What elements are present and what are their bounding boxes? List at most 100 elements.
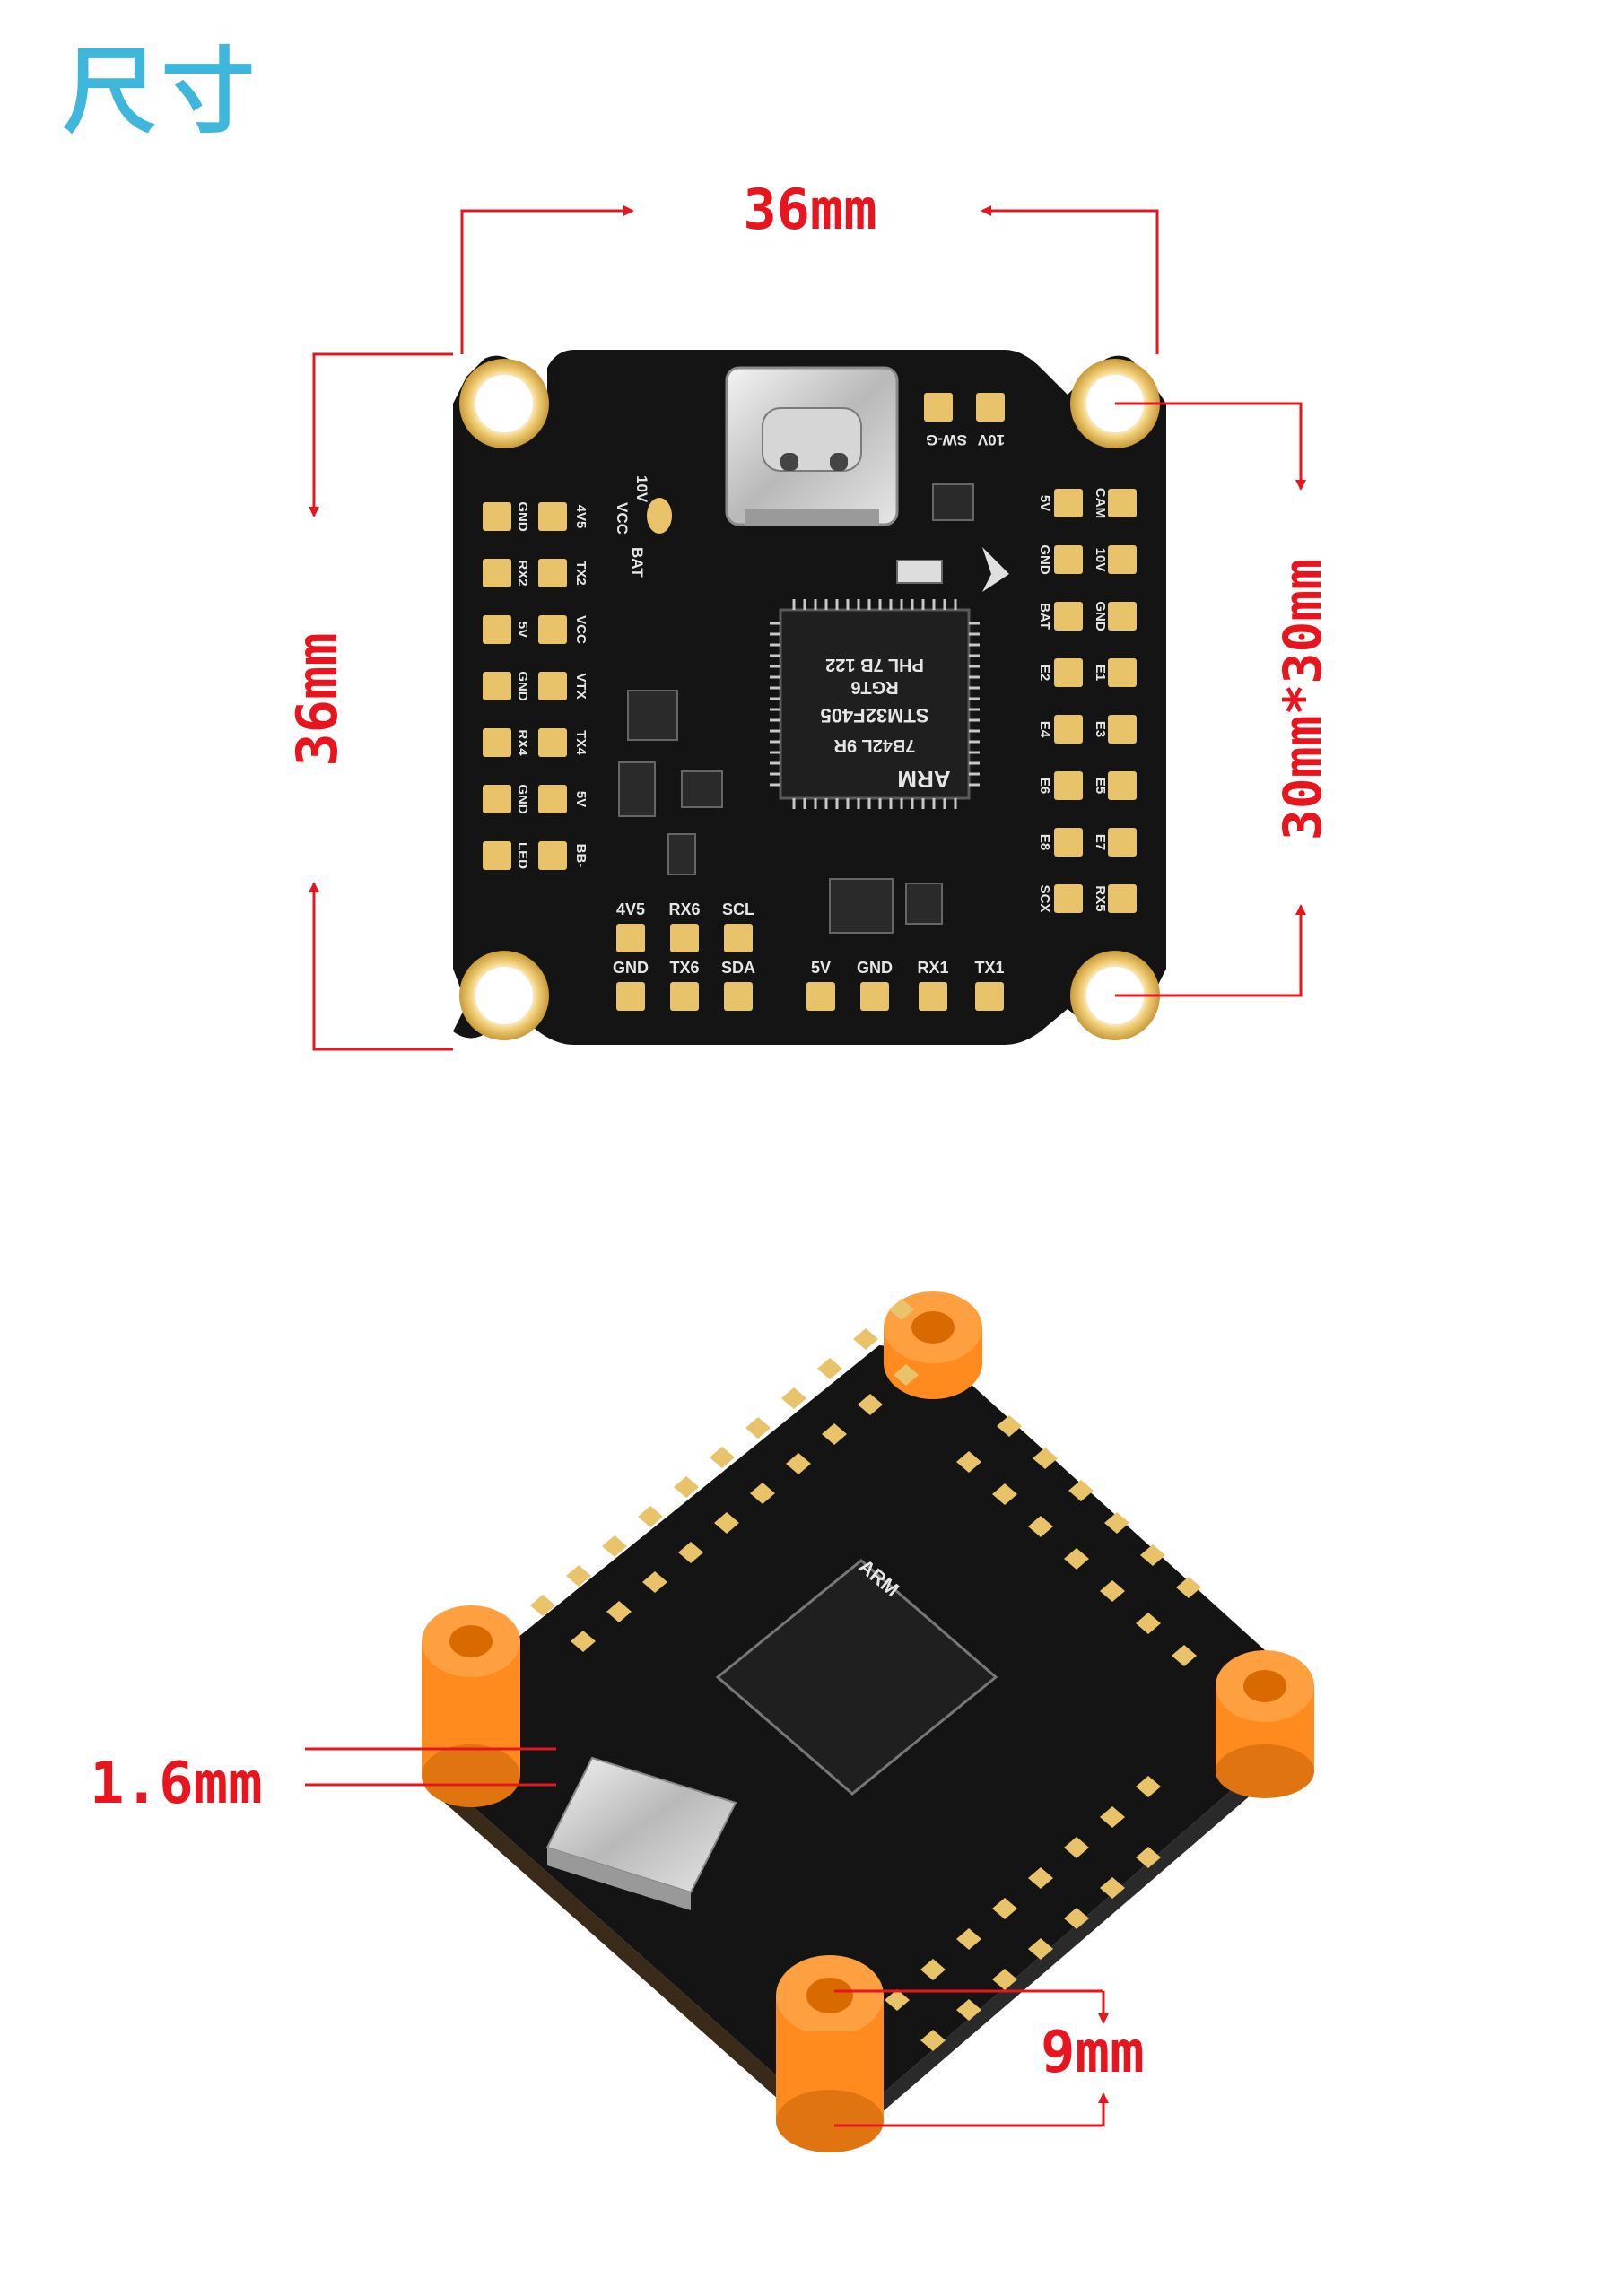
pad-label: GND (515, 501, 530, 532)
pad (1108, 545, 1137, 574)
pad (483, 785, 511, 813)
stack-label: 9mm (1041, 2020, 1145, 2086)
section-title: 尺寸 (63, 37, 261, 146)
angled-pad (674, 1476, 699, 1498)
thickness-label: 1.6mm (90, 1751, 263, 1817)
pad (1108, 771, 1137, 800)
angled-pad (1028, 1867, 1053, 1889)
standoff-right (1216, 1650, 1314, 1798)
angled-pad (1172, 1645, 1197, 1666)
pad (1054, 602, 1083, 631)
top-view-board: STM32F405 RGT6 7B42L 9R PHL 7B 122 ARM (453, 350, 1166, 1045)
angled-pad (1136, 1776, 1161, 1797)
mcu-chip: STM32F405 RGT6 7B42L 9R PHL 7B 122 ARM (770, 599, 980, 809)
pad (724, 982, 753, 1011)
pad (483, 672, 511, 700)
mcu-marking-3: 7B42L 9R (833, 735, 915, 755)
dimension-height-36 (309, 352, 453, 1051)
pad (1108, 884, 1137, 913)
angled-pad (1176, 1577, 1201, 1598)
pad (1054, 771, 1083, 800)
mount-hole-bl (459, 951, 549, 1040)
angled-pad (750, 1483, 775, 1504)
angled-pad (602, 1535, 627, 1557)
pad-label: E4 (1037, 721, 1052, 738)
pad-label: GND (1093, 601, 1108, 631)
usb-side-labels: 10V VCC BAT (614, 475, 672, 578)
pad-label: GND (1037, 544, 1052, 575)
pad-label: 4V5 (573, 505, 588, 529)
angled-view-board: ARM (422, 1292, 1314, 2152)
pad (806, 982, 835, 1011)
pad-label: GND (613, 959, 649, 977)
angled-pad (920, 2030, 946, 2051)
pad-label: TX6 (669, 959, 699, 977)
pad (1108, 602, 1137, 631)
pad-label: GND (857, 959, 893, 977)
angled-pad (1140, 1544, 1165, 1566)
pad-label: 4V5 (616, 900, 645, 918)
pad (1054, 658, 1083, 687)
pad (670, 924, 699, 952)
angled-pad (889, 1299, 914, 1320)
small-components (618, 483, 974, 934)
angled-pad (1033, 1448, 1058, 1469)
pad (1054, 545, 1083, 574)
mcu-marking: STM32F405 (820, 704, 928, 726)
angled-pad (822, 1423, 847, 1445)
standoff-left (422, 1605, 520, 1807)
pad (538, 615, 567, 644)
pad-label: TX1 (974, 959, 1004, 977)
pad (483, 841, 511, 870)
angled-pad (786, 1453, 811, 1474)
pad-label: GND (515, 671, 530, 701)
pad-label: RX6 (668, 900, 700, 918)
pad (1054, 884, 1083, 913)
angled-pad (745, 1417, 771, 1439)
angled-pad (956, 1451, 981, 1473)
pad-label: RX2 (515, 560, 530, 586)
mount-hole-tl (459, 359, 549, 448)
pad-label-10v-top: 10V (977, 431, 1005, 448)
pad-label: VTX (573, 673, 588, 699)
top-pads: SW-G 10V (924, 393, 1005, 448)
angled-pad (638, 1506, 663, 1527)
pad-label: BAT (1037, 603, 1052, 630)
angled-pad (858, 1394, 883, 1415)
angled-pad (1028, 1516, 1053, 1537)
pad (483, 728, 511, 757)
pad (538, 559, 567, 587)
angled-pad (1028, 1938, 1053, 1960)
pad-label: TX4 (573, 730, 588, 755)
arm-logo: ARM (897, 766, 950, 793)
angled-pad (1104, 1512, 1129, 1534)
pad-label: VCC (573, 615, 588, 644)
pad-label: SDA (721, 959, 755, 977)
angled-pad (1136, 1847, 1161, 1868)
dimension-thickness (305, 1747, 556, 1787)
label-vcc: VCC (614, 502, 631, 535)
pad-label: E1 (1093, 665, 1108, 681)
pad-label: RX1 (917, 959, 948, 977)
angled-pad (992, 1969, 1017, 1990)
pad (538, 672, 567, 700)
label-10v: 10V (633, 475, 650, 503)
usb-c-connector (725, 366, 899, 526)
pad-label: 5V (573, 791, 588, 807)
pad-label: SCL (722, 900, 754, 918)
pad (1054, 715, 1083, 744)
pad (1108, 489, 1137, 517)
angled-usb-c (545, 1756, 737, 1910)
pad-label: 5V (515, 622, 530, 638)
mount-label: 30mm*30mm (1272, 559, 1333, 840)
angled-pad (714, 1512, 739, 1534)
pad (860, 982, 889, 1011)
angled-pad (920, 1959, 946, 1980)
angled-pad (956, 1928, 981, 1950)
dimension-mount-30 (1115, 402, 1306, 997)
dimension-width-36 (460, 205, 1159, 354)
angled-pad (1136, 1613, 1161, 1634)
